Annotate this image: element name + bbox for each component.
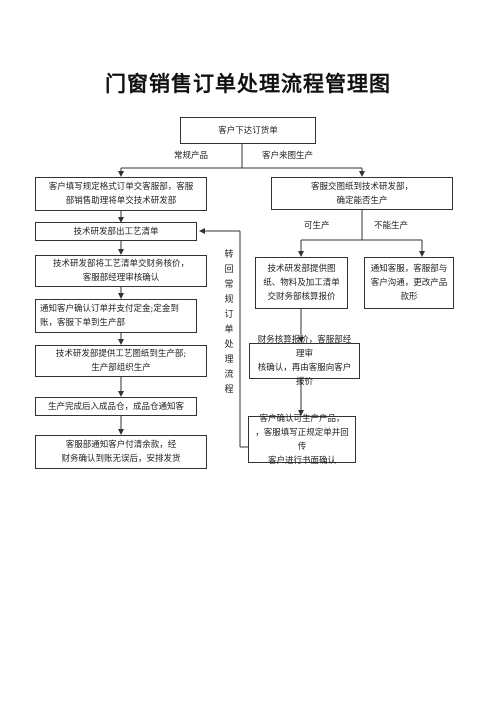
fill-order-box: 客户填写规定格式订单交客服部，客服 部销售助理将单交技术研发部 bbox=[35, 177, 207, 211]
return-to-regular-label: 转 回 常 规 订 单 处 理 流 程 bbox=[224, 250, 234, 395]
cannot-produce-label: 不能生产 bbox=[374, 221, 409, 231]
tech-quote-box: 技术研发部提供图 纸、物料及加工清单 交财务部核算报价 bbox=[255, 257, 348, 309]
customer-confirm-box: 客户确认可生产产品， ，客服填写正规定单并回传 客户进行书面确认 bbox=[248, 414, 356, 466]
finance-quote-box: 财务核算报价，客服部经理审 核确认，再由客服向客户报价 bbox=[249, 335, 360, 387]
pricing-review-box: 技术研发部将工艺清单交财务核价， 客服部经理审核确认 bbox=[35, 255, 207, 287]
start-order-box: 客户下达订货单 bbox=[180, 117, 316, 144]
production-box: 技术研发部提供工艺图纸到生产部; 生产部组织生产 bbox=[35, 345, 207, 377]
custom-product-label: 客户来图生产 bbox=[262, 151, 314, 161]
can-produce-label: 可生产 bbox=[304, 221, 330, 231]
warehouse-box: 生产完成后入成品仓，成品仓通知客 bbox=[35, 397, 197, 416]
process-list-box: 技术研发部出工艺清单 bbox=[35, 222, 197, 241]
page-title: 门窗销售订单处理流程管理图 bbox=[105, 72, 391, 96]
confirm-deposit-box: 通知客户确认订单并支付定金;定金到 账，客服下单到生产部 bbox=[35, 299, 197, 333]
delivery-box: 客服部通知客户付清余款，经 财务确认到账无误后，安排发货 bbox=[35, 435, 207, 469]
notify-customer-box: 通知客服，客服部与 客户沟通，更改产品 款形 bbox=[364, 257, 454, 309]
regular-product-label: 常规产品 bbox=[174, 151, 209, 161]
drawing-review-box: 客服交图纸到技术研发部， 确定能否生产 bbox=[271, 177, 453, 210]
